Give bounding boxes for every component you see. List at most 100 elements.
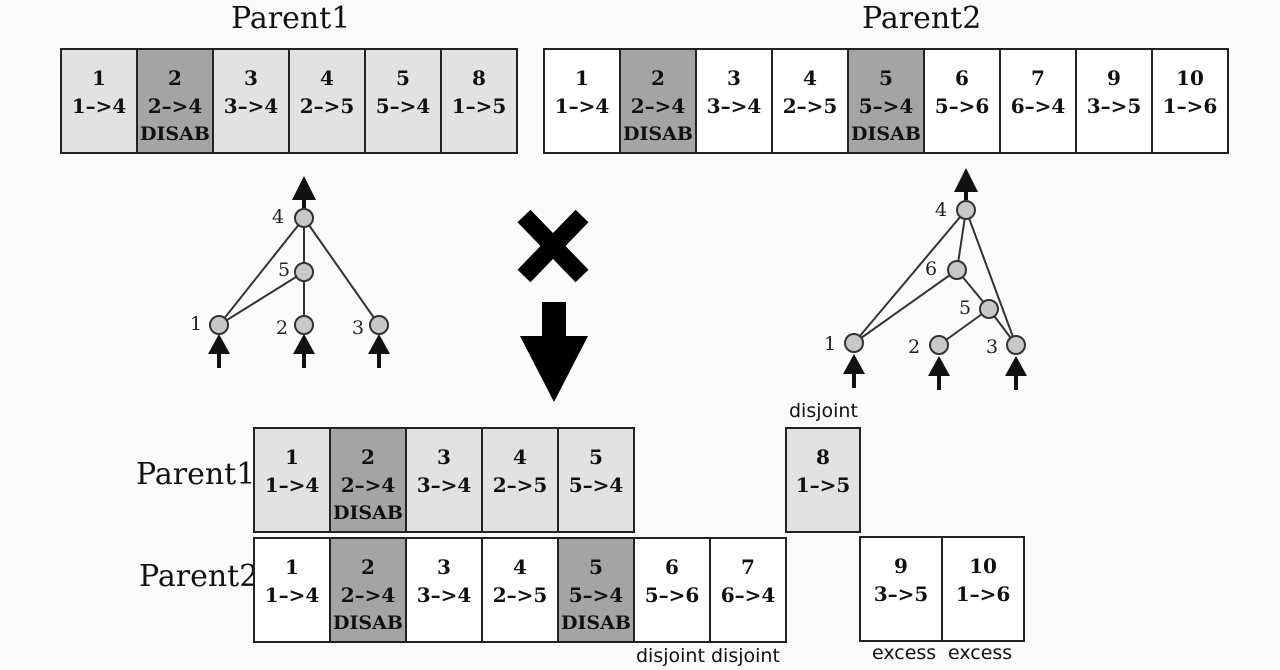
gene-innovation-number: 5 — [396, 66, 410, 90]
gene-cell: 1 1–>4 — [543, 48, 621, 154]
excess-tag: excess — [948, 642, 1013, 664]
gene-connection: 1–>6 — [1162, 94, 1218, 118]
gene-connection: 2–>4 — [630, 94, 686, 118]
node-label: 2 — [908, 336, 920, 358]
gene-disabled-tag: DISAB — [851, 123, 921, 145]
gene-connection: 2–>4 — [340, 583, 396, 607]
gene-innovation-number: 5 — [589, 555, 603, 579]
gene-connection: 5–>4 — [568, 473, 624, 497]
gene-innovation-number: 9 — [894, 554, 908, 578]
network-node — [947, 260, 967, 280]
node-label: 1 — [190, 313, 202, 335]
parent1-network-arrows — [208, 176, 390, 368]
gene-innovation-number: 1 — [575, 66, 589, 90]
gene-innovation-number: 2 — [361, 555, 375, 579]
gene-innovation-number: 5 — [589, 445, 603, 469]
gene-innovation-number: 9 — [1107, 66, 1121, 90]
gene-innovation-number: 3 — [437, 445, 451, 469]
disjoint-tag: disjoint — [789, 400, 858, 422]
gene-cell: 3 3–>4 — [405, 427, 483, 533]
node-label: 4 — [272, 206, 284, 228]
node-label: 5 — [278, 259, 290, 281]
gene-cell: 4 2–>5 — [288, 48, 366, 154]
parent2-network-arrows — [843, 168, 1027, 390]
parent2-network-nodes — [844, 200, 1026, 355]
gene-disabled-tag: DISAB — [333, 502, 403, 524]
gene-connection: 3–>4 — [416, 473, 472, 497]
gene-innovation-number: 4 — [320, 66, 334, 90]
gene-cell: 10 1–>6 — [941, 536, 1025, 642]
gene-connection: 1–>6 — [955, 582, 1011, 606]
gene-cell: 8 1–>5 — [785, 427, 861, 533]
network-node — [929, 335, 949, 355]
gene-connection: 5–>4 — [375, 94, 431, 118]
gene-connection: 6–>4 — [1010, 94, 1066, 118]
gene-disabled-tag: DISAB — [333, 612, 403, 634]
gene-innovation-number: 2 — [361, 445, 375, 469]
node-label: 6 — [925, 258, 937, 280]
gene-innovation-number: 5 — [879, 66, 893, 90]
gene-connection: 2–>5 — [299, 94, 355, 118]
gene-innovation-number: 4 — [513, 445, 527, 469]
gene-connection: 5–>4 — [568, 583, 624, 607]
gene-cell: 4 2–>5 — [481, 427, 559, 533]
aligned-parent2-label: Parent2 — [139, 559, 259, 594]
network-node — [1006, 335, 1026, 355]
gene-connection: 1–>4 — [264, 473, 320, 497]
gene-innovation-number: 3 — [244, 66, 258, 90]
gene-innovation-number: 4 — [513, 555, 527, 579]
gene-connection: 2–>4 — [147, 94, 203, 118]
crossover-x-icon — [517, 209, 589, 283]
gene-innovation-number: 1 — [285, 445, 299, 469]
gene-disabled-tag: DISAB — [623, 123, 693, 145]
network-node — [956, 200, 976, 220]
gene-cell: 1 1–>4 — [253, 427, 331, 533]
network-node — [294, 208, 314, 228]
excess-tag: excess — [872, 642, 937, 664]
gene-innovation-number: 7 — [1031, 66, 1045, 90]
gene-connection: 1–>5 — [795, 473, 851, 497]
gene-connection: 3–>4 — [416, 583, 472, 607]
parent2-title: Parent2 — [862, 1, 982, 36]
gene-connection: 6–>4 — [720, 583, 776, 607]
node-label: 1 — [824, 333, 836, 355]
gene-innovation-number: 8 — [816, 445, 830, 469]
parent1-title: Parent1 — [231, 1, 351, 36]
parent1-network-nodes — [209, 208, 389, 335]
node-label: 3 — [986, 336, 998, 358]
gene-connection: 1–>4 — [71, 94, 127, 118]
gene-connection: 1–>5 — [451, 94, 507, 118]
gene-cell: 3 3–>4 — [212, 48, 290, 154]
gene-disabled-tag: DISAB — [561, 612, 631, 634]
gene-cell: 5 5–>4 — [557, 427, 635, 533]
node-label: 3 — [352, 317, 364, 339]
gene-connection: 3–>4 — [223, 94, 279, 118]
gene-innovation-number: 2 — [168, 66, 182, 90]
gene-innovation-number: 10 — [969, 554, 997, 578]
network-node — [294, 315, 314, 335]
network-node — [979, 299, 999, 319]
gene-connection: 1–>4 — [554, 94, 610, 118]
gene-connection: 2–>5 — [492, 473, 548, 497]
down-arrow-icon — [520, 302, 588, 402]
